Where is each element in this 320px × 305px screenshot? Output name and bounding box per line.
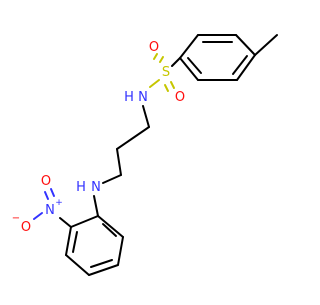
bond	[179, 57, 199, 81]
hydrogen-label: H	[76, 180, 86, 195]
tolyl-ring	[179, 34, 256, 81]
bond	[65, 254, 90, 276]
bond	[235, 34, 256, 56]
bond	[88, 264, 119, 276]
oxygen-atom: O	[21, 220, 31, 235]
bond	[102, 174, 122, 184]
nitrogen-atom: N	[138, 90, 148, 105]
aromatic-bond	[232, 55, 248, 75]
bond	[179, 34, 199, 59]
aromatic-bond	[102, 223, 117, 237]
nitrophenyl-ring	[65, 215, 124, 276]
oxygen-atom: O	[149, 40, 159, 55]
bond	[70, 215, 99, 228]
sulfur-atom: S	[162, 65, 170, 80]
nitro-group: N + O O −	[12, 174, 63, 235]
molecule-structure: S O O N H N H N + O O	[12, 34, 278, 276]
bond	[116, 126, 150, 150]
oxygen-atom: O	[175, 90, 185, 105]
bond	[33, 212, 43, 220]
bond	[142, 105, 150, 128]
bond	[50, 188, 55, 197]
bond	[97, 215, 124, 238]
bond	[236, 54, 256, 81]
bond	[117, 236, 124, 266]
aromatic-bond	[90, 259, 113, 268]
propyl-chain	[102, 105, 150, 184]
bond	[116, 148, 122, 176]
hydrogen-label: H	[124, 90, 134, 105]
positive-charge: +	[55, 198, 63, 208]
bond	[44, 191, 49, 200]
molecule-canvas: S O O N H N H N + O O	[12, 34, 278, 276]
sulfonyl-group: S O O	[149, 40, 185, 105]
nitrogen-atom: N	[91, 180, 101, 195]
bond	[159, 56, 164, 63]
bond	[171, 57, 181, 67]
nitrogen-atom: N	[45, 203, 55, 218]
aromatic-bond	[187, 57, 202, 74]
bond	[93, 195, 99, 217]
aromatic-bond	[72, 231, 78, 253]
bond	[153, 53, 158, 60]
oxygen-atom: O	[41, 174, 51, 189]
methyl-bond	[254, 34, 278, 56]
negative-charge: −	[12, 213, 20, 224]
bond	[59, 217, 72, 228]
bond	[149, 79, 160, 88]
bond	[65, 226, 72, 256]
bond	[164, 84, 169, 92]
bond	[170, 81, 175, 89]
